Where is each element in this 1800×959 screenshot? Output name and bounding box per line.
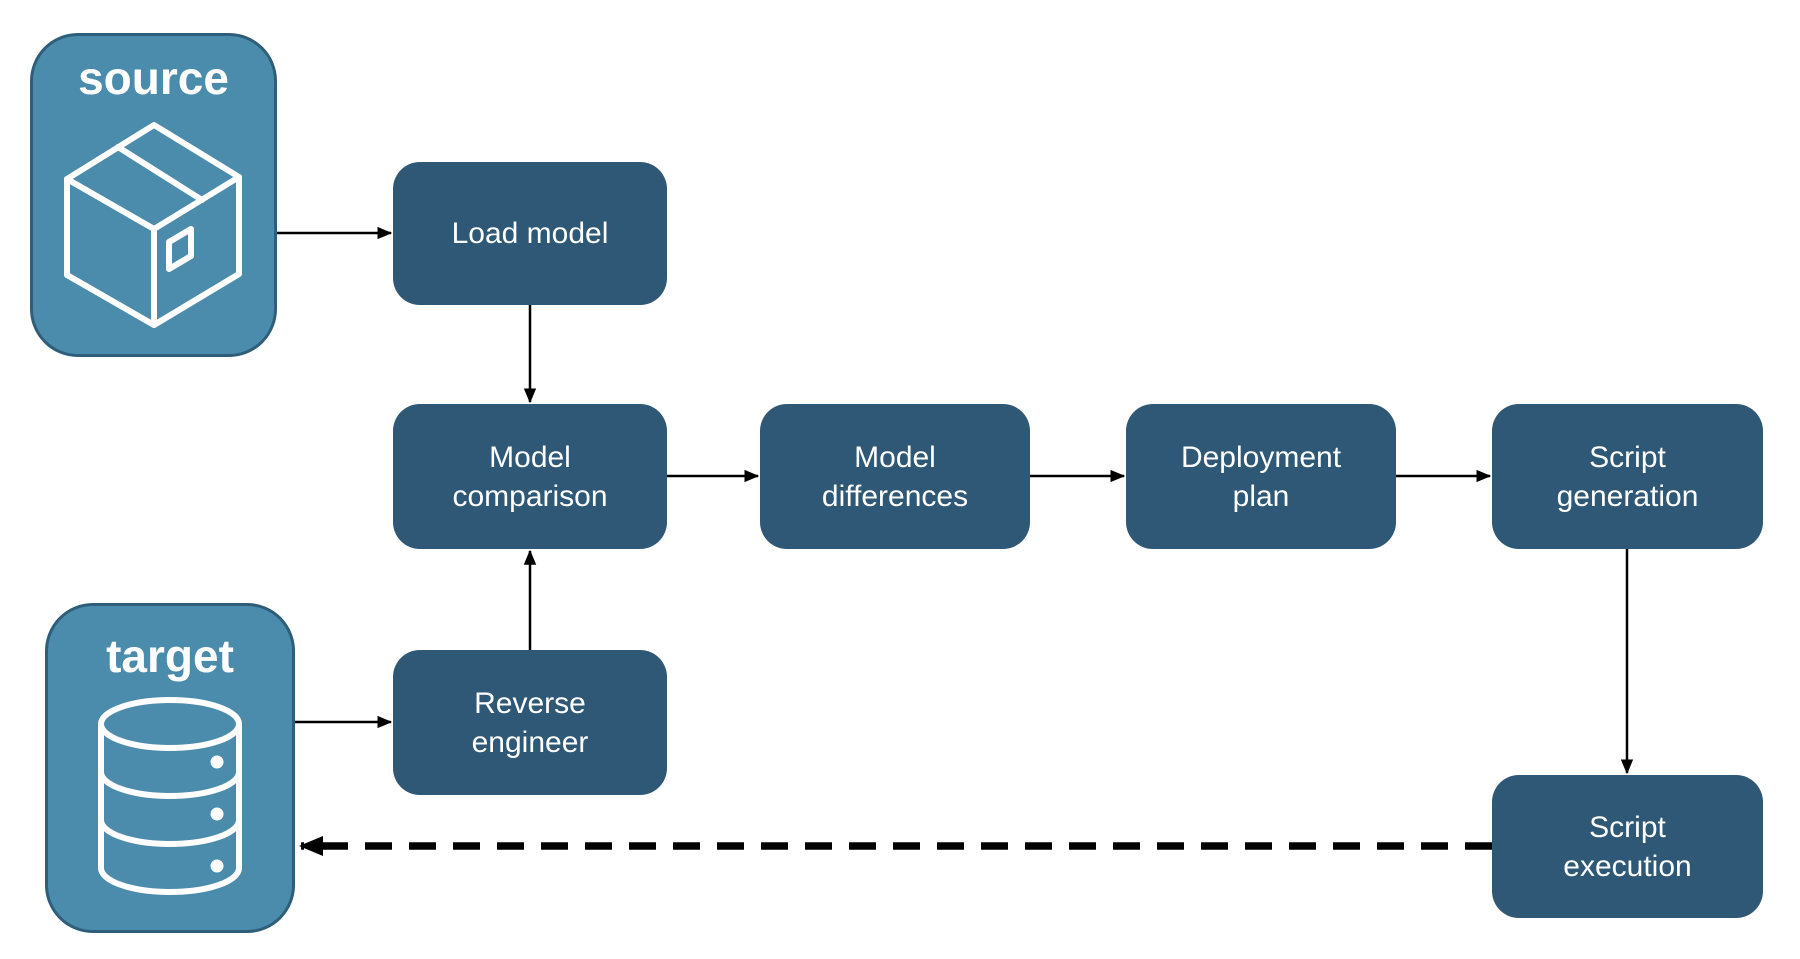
- target-node: target: [45, 603, 295, 933]
- node-label-line2: generation: [1556, 479, 1699, 513]
- node-deployment-plan: Deployment plan: [1126, 404, 1396, 549]
- node-label-line1: Reverse: [474, 686, 586, 720]
- node-label-line2: engineer: [471, 725, 589, 759]
- database-icon: [98, 697, 242, 895]
- node-script-generation: Script generation: [1492, 404, 1763, 549]
- target-label: target: [106, 630, 234, 682]
- source-label: source: [78, 52, 229, 104]
- node-script-execution: Script execution: [1492, 775, 1763, 918]
- node-reverse-engineer: Reverse engineer: [393, 650, 667, 795]
- node-label-line1: Model: [854, 440, 936, 474]
- node-model-comparison: Model comparison: [393, 404, 667, 549]
- node-label-line2: execution: [1563, 849, 1692, 883]
- node-label-line2: comparison: [452, 479, 608, 513]
- node-label-line1: Deployment: [1180, 440, 1342, 474]
- package-icon: [64, 122, 242, 328]
- node-label-line2: differences: [821, 479, 969, 513]
- node-label-line1: Model: [489, 440, 571, 474]
- node-label-line1: Script: [1589, 440, 1666, 474]
- node-load-model: Load model: [393, 162, 667, 305]
- node-label-line2: plan: [1232, 479, 1290, 513]
- node-label-line1: Script: [1589, 810, 1666, 844]
- source-node: source: [30, 33, 277, 357]
- node-model-differences: Model differences: [760, 404, 1030, 549]
- node-label: Load model: [451, 217, 609, 250]
